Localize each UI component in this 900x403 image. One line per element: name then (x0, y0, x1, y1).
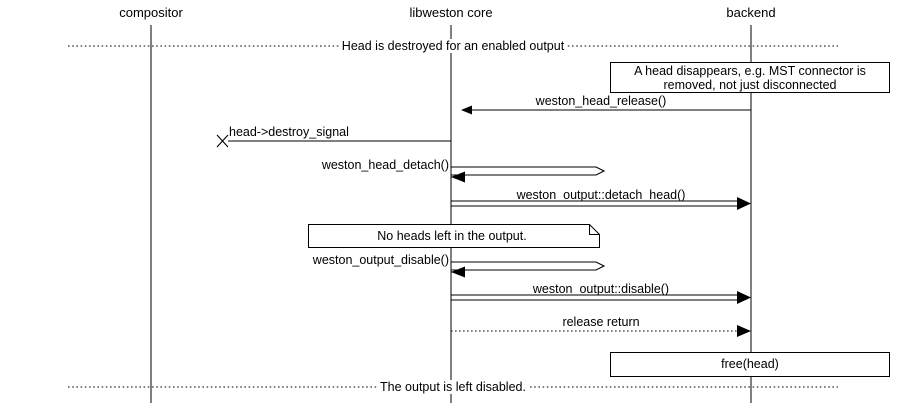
lost-message-x-icon (216, 134, 229, 148)
divider-label-bottom: The output is left disabled. (377, 380, 529, 394)
arrowhead-detach-head (737, 197, 751, 210)
divider-lines (68, 45, 838, 388)
message-weston-output-disable-call (451, 261, 606, 278)
message-label-weston-head-release: weston_head_release() (535, 94, 667, 108)
arrowhead-release-return (737, 325, 751, 337)
message-weston-output-detach-head (451, 197, 751, 210)
note-box-free-head (610, 352, 890, 377)
message-label-release-return: release return (562, 315, 640, 329)
message-line-weston-output-disable-call (451, 261, 606, 271)
message-label-weston-output-detach-head: weston_output::detach_head() (516, 188, 686, 202)
arrowhead-output-disable (737, 291, 751, 304)
participant-label-backend: backend (726, 5, 776, 20)
message-weston-head-detach (451, 166, 606, 183)
note-box-no-heads (308, 224, 600, 248)
note-box-no-heads-fold (589, 224, 600, 235)
message-line-weston-head-detach (451, 166, 606, 176)
participant-label-libweston-core: libweston core (409, 5, 493, 20)
note-box-mst (610, 62, 890, 93)
message-label-weston-head-detach: weston_head_detach() (321, 158, 449, 172)
note-text-free-head: free(head) (721, 357, 779, 371)
message-label-weston-output-disable: weston_output::disable() (532, 282, 670, 296)
participant-label-compositor: compositor (119, 5, 183, 20)
note-text-mst: A head disappears, e.g. MST connector is… (634, 64, 866, 92)
message-release-return (451, 325, 751, 337)
message-head-destroy-signal (216, 134, 451, 148)
message-weston-output-disable (451, 291, 751, 304)
message-label-head-destroy-signal: head->destroy_signal (229, 125, 349, 139)
note-boxes (308, 62, 890, 377)
note-text-no-heads: No heads left in the output. (377, 229, 527, 243)
message-label-weston-output-disable-call: weston_output_disable() (312, 253, 449, 267)
divider-label-top: Head is destroyed for an enabled output (338, 39, 568, 53)
